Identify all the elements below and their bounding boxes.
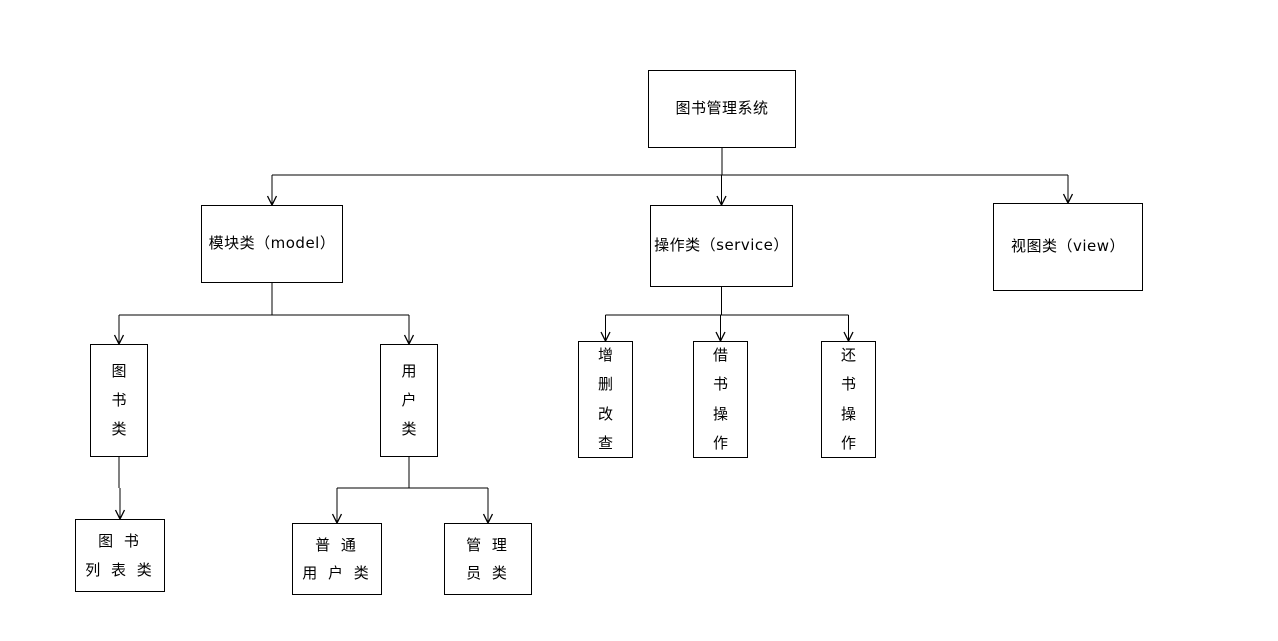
bus-service-arrow-borrow: [715, 331, 726, 343]
node-label-crud: 增 删 改 查: [597, 346, 613, 452]
node-label-service: 操作类（service）: [654, 236, 789, 255]
node-label-user: 用 户 类: [401, 361, 417, 439]
bus-root-arrow-model: [266, 195, 278, 207]
node-crud[interactable]: 增 删 改 查: [578, 341, 633, 458]
bus-service-arrow-crud: [600, 331, 611, 343]
node-label-booklist: 图 书 列 表 类: [85, 532, 155, 579]
node-model[interactable]: 模块类（model）: [201, 205, 343, 283]
node-label-borrow: 借 书 操 作: [712, 346, 728, 452]
node-label-model: 模块类（model）: [208, 234, 336, 253]
bus-user-arrow-admin: [482, 513, 494, 525]
node-view[interactable]: 视图类（view）: [993, 203, 1143, 291]
node-label-view: 视图类（view）: [1010, 237, 1126, 256]
node-booklist[interactable]: 图 书 列 表 类: [75, 519, 165, 592]
node-normaluser[interactable]: 普 通 用 户 类: [292, 523, 382, 595]
bus-book-arrow-booklist: [114, 509, 126, 521]
node-root[interactable]: 图书管理系统: [648, 70, 796, 148]
node-service[interactable]: 操作类（service）: [650, 205, 793, 287]
bus-model-arrow-user: [403, 334, 415, 346]
node-label-return: 还 书 操 作: [840, 346, 856, 452]
bus-service-arrow-return: [843, 331, 854, 343]
node-admin[interactable]: 管 理 员 类: [444, 523, 532, 595]
node-label-root: 图书管理系统: [675, 99, 769, 118]
node-label-book: 图 书 类: [111, 361, 127, 439]
bus-model-arrow-book: [113, 334, 125, 346]
bus-root-arrow-view: [1062, 193, 1074, 205]
node-return[interactable]: 还 书 操 作: [821, 341, 876, 458]
node-label-normaluser: 普 通 用 户 类: [302, 535, 372, 583]
node-user[interactable]: 用 户 类: [380, 344, 438, 457]
node-label-admin: 管 理 员 类: [466, 535, 510, 583]
bus-root-arrow-service: [716, 195, 727, 207]
node-borrow[interactable]: 借 书 操 作: [693, 341, 748, 458]
node-book[interactable]: 图 书 类: [90, 344, 148, 457]
bus-user-arrow-normaluser: [331, 513, 343, 525]
